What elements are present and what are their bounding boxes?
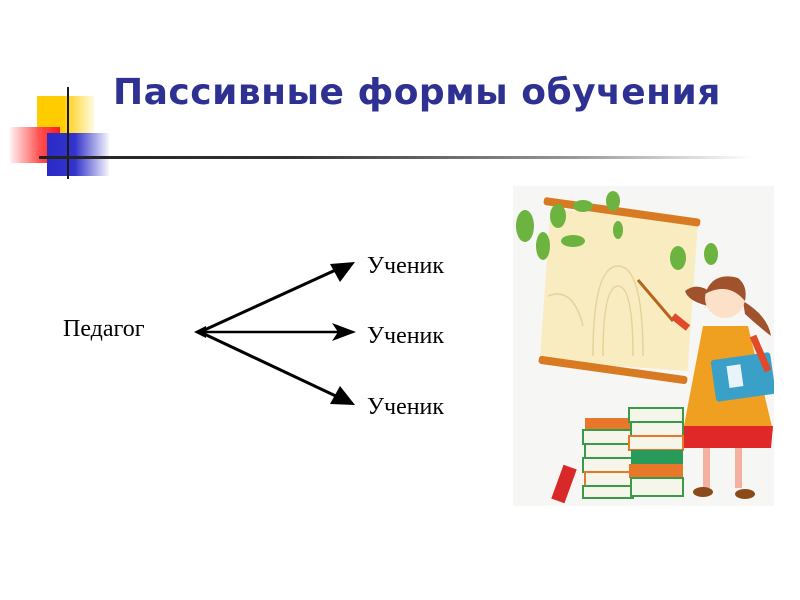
book-stack-icon [551, 407, 684, 504]
slide-title: Пассивные формы обучения [113, 72, 721, 113]
arrowhead-middle [332, 323, 356, 341]
diagram-target-student-2: Ученик [367, 323, 445, 349]
arrows-diagram [194, 262, 356, 405]
decor-blue-square [47, 133, 109, 176]
scroll-board [539, 209, 699, 371]
pointer-stick [636, 279, 675, 322]
decor-vertical-line [67, 87, 69, 179]
arrow-bottom [198, 330, 342, 400]
arrow-origin [194, 326, 206, 338]
title-underline [39, 156, 754, 159]
diagram-target-student-3: Ученик [367, 394, 445, 420]
diagram-source-teacher: Педагог [63, 316, 145, 342]
leaves-icon [516, 191, 718, 270]
girl-figure [670, 276, 774, 499]
arrowhead-top [330, 262, 355, 282]
teacher-girl-illustration [513, 186, 774, 506]
scroll-bottom-rod [538, 355, 688, 385]
arrow-top [198, 266, 342, 334]
diagram-target-student-1: Ученик [367, 253, 445, 279]
arrowhead-bottom [330, 386, 355, 405]
